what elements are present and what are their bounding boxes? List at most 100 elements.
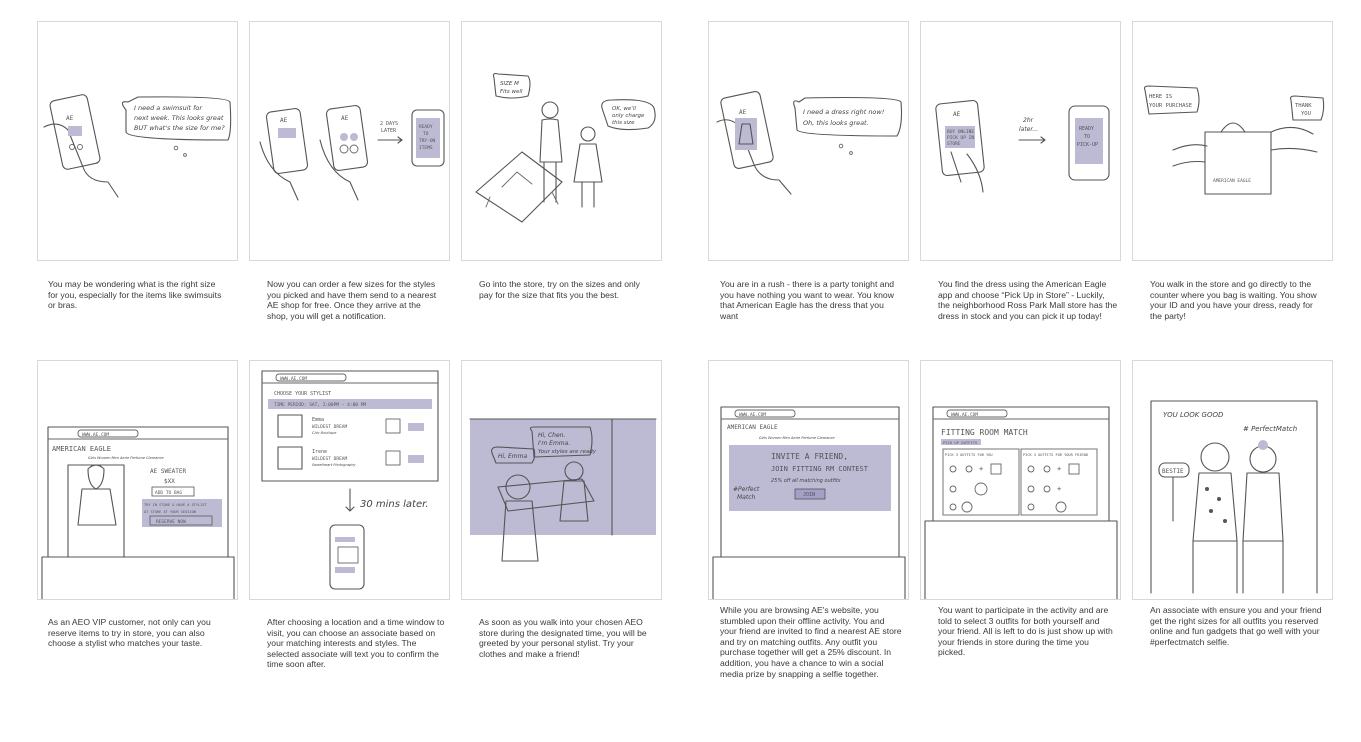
hashtag-line-1: #Perfect [733, 486, 760, 493]
arrow-label-2: later... [1019, 126, 1038, 133]
svg-text:+: + [1057, 485, 1061, 493]
sketch-choose-stylist: WWW.AE.COM CHOOSE YOUR STYLIST TIME PERI… [261, 370, 439, 590]
product-price: $XX [164, 478, 175, 485]
stylist-1-tags: WILDEST DREAM [312, 424, 348, 430]
storyboard-panel-9: Hi, Chen. I'm Emma. Your styles are read… [461, 360, 662, 600]
ready-line-3: TRY-ON [419, 138, 436, 144]
caption-1: You may be wondering what is the right s… [48, 279, 222, 311]
stylist-2-sub: Sweetheart Photography [312, 463, 356, 467]
caption-6: You walk in the store and go directly to… [1150, 279, 1317, 321]
promo-line-2: AT STORE AT YOUR SESSION [144, 510, 196, 514]
sketch-order-phones: AE AE 2 DAYS LATER READY TO TRY-ON ITEMS [259, 105, 445, 201]
sketch-fitting-store: SIZE M Fits well OK, we'll only charge t… [475, 72, 656, 223]
pickup-line-1: BUY ONLINE [947, 129, 974, 135]
url-text: WWW.AE.COM [951, 412, 978, 418]
col-right: PICK 3 OUTFITS FOR YOUR FRIEND [1023, 453, 1088, 457]
arrow-label-1: 2 DAYS [380, 121, 398, 127]
brand-text: AMERICAN EAGLE [52, 445, 111, 453]
top-text: YOU LOOK GOOD [1163, 411, 1224, 419]
stylist-line-1: Hi, Chen. [538, 432, 565, 439]
fit-bubble-2: Fits well [500, 89, 523, 95]
caption-12: An associate with ensure you and your fr… [1150, 605, 1322, 647]
phone-title: AE [66, 115, 74, 122]
ready-line-2: TO [423, 131, 429, 137]
caption-7: As an AEO VIP customer, not only can you… [48, 617, 211, 649]
stylist-line-3: Your styles are ready [538, 449, 597, 455]
clerk-bubble-2: only charge [612, 113, 645, 119]
invite-line-2: JOIN FITTING RM CONTEST [771, 465, 869, 473]
stylist-1-name: Emma [312, 417, 324, 423]
join-label: JOIN [803, 492, 815, 498]
phone-title: AE [739, 109, 747, 116]
clerk-bubble-3: this size [612, 120, 635, 126]
storyboard-panel-11: WWW.AE.COM FITTING ROOM MATCH PICK UP OU… [920, 360, 1121, 600]
match-sub: PICK UP OUTFITS [943, 440, 978, 445]
match-heading: FITTING ROOM MATCH [941, 428, 1028, 437]
bubble-line-2: Oh, this looks great. [803, 119, 869, 127]
sketch-dress-phone: AE I need a dress right now! Oh, this lo… [716, 91, 903, 195]
url-text: WWW.AE.COM [82, 432, 109, 438]
bubble-line-3: BUT what's the size for me? [134, 124, 225, 132]
ready-line-4: ITEMS [419, 145, 433, 151]
later-label: 30 mins later. [360, 499, 429, 510]
storyboard-panel-2: AE AE 2 DAYS LATER READY TO TRY-ON ITEMS [249, 21, 450, 261]
url-text: WWW.AE.COM [280, 376, 307, 382]
purchase-line-1: HERE IS [1149, 94, 1172, 100]
caption-8: After choosing a location and a time win… [267, 617, 445, 670]
sketch-fitting-room-match: WWW.AE.COM FITTING ROOM MATCH PICK UP OU… [924, 406, 1118, 599]
stylist-1-sub: Chic Boutique [312, 431, 336, 435]
thanks-line-1: THANK [1295, 103, 1312, 109]
storyboard-panel-3: SIZE M Fits well OK, we'll only charge t… [461, 21, 662, 261]
thanks-line-2: YOU [1301, 111, 1311, 117]
storyboard-panel-7: WWW.AE.COM AMERICAN EAGLE Girls Women Me… [37, 360, 238, 600]
storyboard-panel-1: AE I need a swimsuit for next week. This… [37, 21, 238, 261]
ready-line-2: TO [1084, 134, 1090, 140]
clerk-bubble-1: OK, we'll [612, 106, 636, 112]
storyboard-panel-10: WWW.AE.COM AMERICAN EAGLE Girls Women Me… [708, 360, 909, 600]
ready-line-1: READY [419, 124, 433, 130]
bubble-line-1: I need a swimsuit for [134, 104, 203, 112]
bestie-sign: BESTIE [1162, 468, 1184, 475]
storyboard-panel-5: AE BUY ONLINE PICK UP IN STORE 2hr later… [920, 21, 1121, 261]
product-name: AE SWEATER [150, 468, 187, 475]
caption-5: You find the dress using the American Ea… [938, 279, 1118, 321]
greet-line-1: Hi, Emma [498, 453, 527, 460]
svg-text:+: + [1057, 465, 1061, 473]
caption-9: As soon as you walk into your chosen AEO… [479, 617, 647, 659]
bubble-line-1: I need a dress right now! [803, 108, 885, 116]
brand-text: AMERICAN EAGLE [727, 424, 778, 431]
nav-text: Girls Women Men Aerie Perfume Clearance [759, 436, 835, 440]
fit-bubble-1: SIZE M [500, 81, 519, 87]
stylist-2-tags: WILDEST DREAM [312, 456, 348, 462]
sketch-vip-reserve: WWW.AE.COM AMERICAN EAGLE Girls Women Me… [41, 426, 235, 599]
promo-line-1: TRY IN STORE & HAVE A STYLIST [144, 503, 208, 507]
sketch-swimsuit-phone: AE I need a swimsuit for next week. This… [43, 94, 232, 198]
caption-11: You want to participate in the activity … [938, 605, 1113, 658]
add-to-bag-button [151, 486, 195, 497]
caption-2: Now you can order a few sizes for the st… [267, 279, 437, 321]
hashtag-text: # PerfectMatch [1243, 425, 1297, 433]
storyboard-panel-4: AE I need a dress right now! Oh, this lo… [708, 21, 909, 261]
nav-text: Girls Women Men Aerie Perfume Clearance [88, 456, 164, 460]
caption-10: While you are browsing AE's website, you… [720, 605, 902, 679]
add-to-bag-label: ADD TO BAG [155, 490, 182, 496]
discount-text: 25% off all matching outfits [771, 478, 841, 484]
bubble-line-2: next week. This looks great [134, 114, 224, 122]
col-left: PICK 3 OUTFITS FOR YOU [945, 453, 993, 457]
storyboard-panel-6: HERE IS YOUR PURCHASE THANK YOU AMERICAN… [1132, 21, 1333, 261]
ready-line-3: PICK-UP [1077, 142, 1098, 148]
arrow-label-1: 2hr [1023, 117, 1034, 124]
time-period: TIME PERIOD: SAT, 2:00PM - 4:00 PM [274, 402, 366, 408]
stylist-2-name: Irene [312, 449, 327, 455]
svg-text:+: + [979, 465, 983, 473]
pickup-line-3: STORE [947, 141, 961, 147]
caption-4: You are in a rush - there is a party ton… [720, 279, 895, 321]
storyboard-panel-8: WWW.AE.COM CHOOSE YOUR STYLIST TIME PERI… [249, 360, 450, 600]
sketch-bag-handoff: HERE IS YOUR PURCHASE THANK YOU AMERICAN… [1143, 85, 1325, 195]
sketch-invite-friend: WWW.AE.COM AMERICAN EAGLE Girls Women Me… [712, 406, 906, 599]
storyboard-panel-12: YOU LOOK GOOD # PerfectMatch BESTIE [1132, 360, 1333, 600]
sketch-perfect-match-selfie: YOU LOOK GOOD # PerfectMatch BESTIE [1150, 400, 1318, 594]
purchase-line-2: YOUR PURCHASE [1149, 103, 1192, 109]
arrow-label-2: LATER [381, 128, 397, 134]
phone-title: AE [953, 111, 961, 118]
